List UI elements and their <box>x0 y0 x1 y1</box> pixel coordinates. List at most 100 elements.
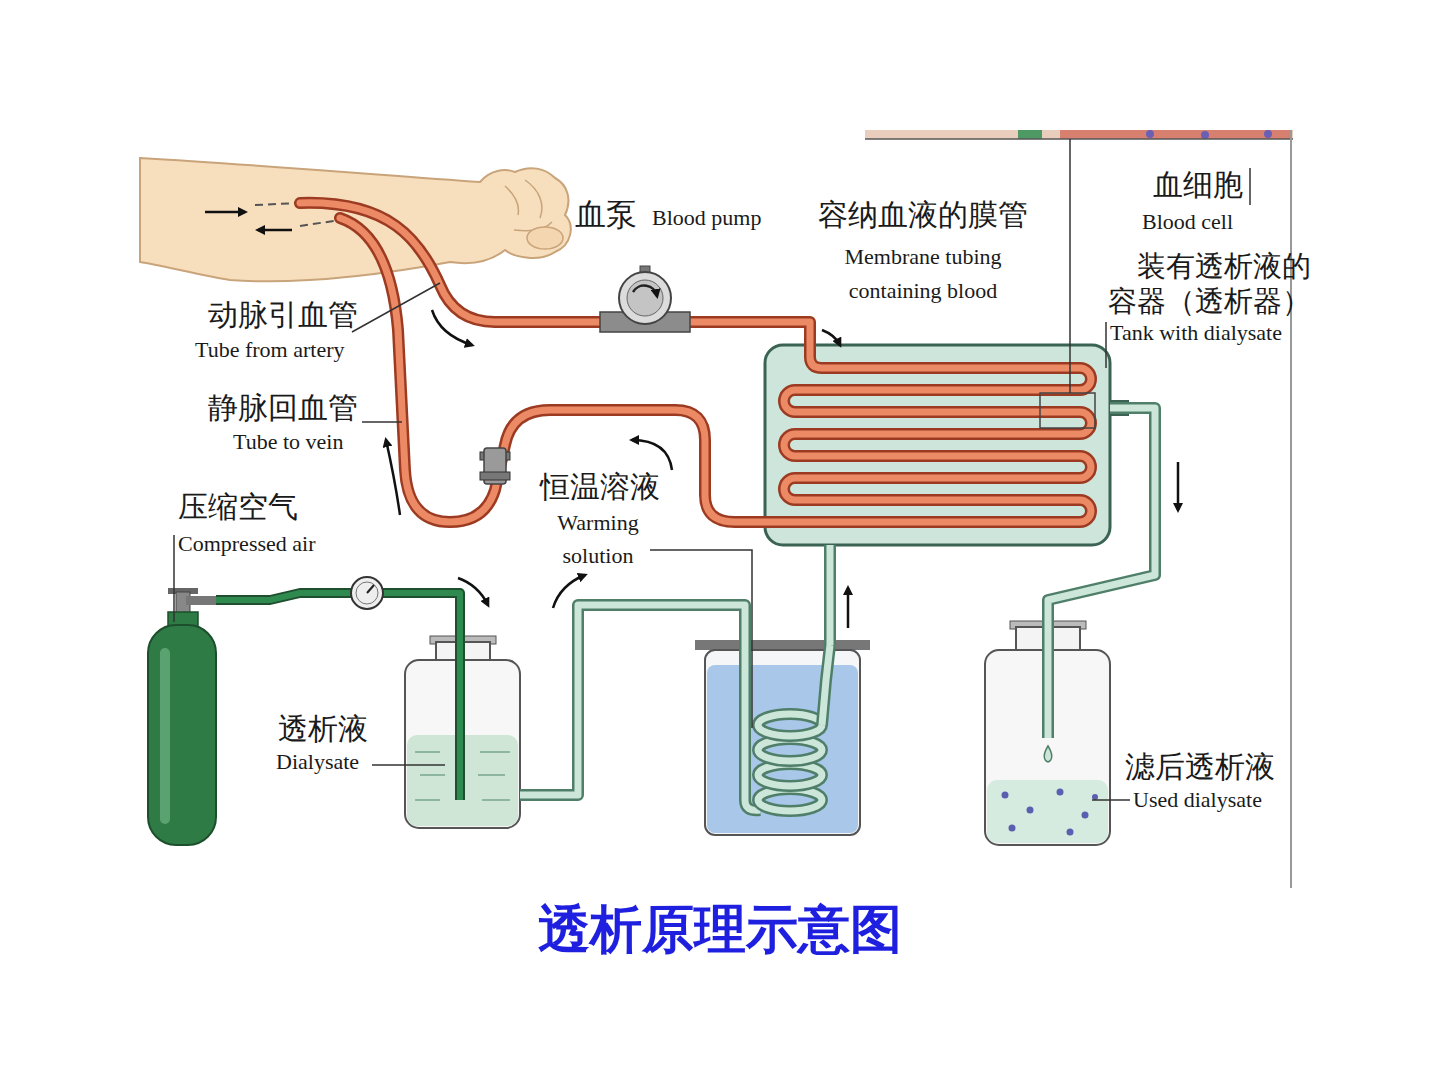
equipment-node: 血泵Blood pump <box>600 272 690 340</box>
tube-core <box>1048 408 1155 625</box>
tube-outline <box>824 545 836 645</box>
flow-arrow <box>386 440 400 515</box>
flow-arrow <box>822 330 840 345</box>
waste-particle <box>1002 792 1009 799</box>
equipment-node: 滤后透析液Used dialysate <box>985 625 1110 845</box>
waste-particle <box>1027 807 1034 814</box>
equipment-node: 透析液Dialysate <box>405 640 520 828</box>
used-liquid <box>987 780 1108 843</box>
equipment-node: 装有透析液的 容器（透析器）Tank with dialysate <box>765 345 1110 545</box>
leader-line <box>173 535 175 622</box>
pressure-gauge <box>351 577 383 609</box>
membrane-tubing-outline <box>340 218 1091 522</box>
leader-line <box>372 764 445 766</box>
heating-coil <box>745 645 830 811</box>
flow-arrows <box>386 310 1178 628</box>
waste-particle <box>1092 794 1098 800</box>
inset-blood <box>1060 130 1290 139</box>
coil-loop <box>758 739 822 761</box>
figure-caption: 透析原理示意图 <box>420 898 1020 960</box>
warming-beaker <box>705 650 860 835</box>
coil-loop-outline <box>758 739 822 761</box>
leader-line <box>1249 168 1251 205</box>
coil-loop-outline <box>758 764 822 786</box>
leader-line <box>352 283 440 332</box>
inset-border <box>865 138 1293 140</box>
cylinder-highlight <box>160 648 170 824</box>
air-cylinder <box>148 625 216 845</box>
warming-water <box>707 665 858 833</box>
flow-arrow <box>432 310 472 345</box>
pump-rotor <box>627 280 663 316</box>
node-title: 透析液 <box>278 711 368 747</box>
waste-particle <box>1009 825 1016 832</box>
part-label: Tube to vein <box>233 429 343 455</box>
junction-cap <box>480 472 510 480</box>
node-subtitle: Tank with dialysate <box>1110 320 1282 346</box>
outlet-tube-outline <box>1042 625 1054 738</box>
coil-loop-outline <box>758 714 822 736</box>
air-tube <box>457 640 463 800</box>
flow-arrow <box>258 229 292 232</box>
waste-particle <box>1057 789 1064 796</box>
coil-loop <box>758 789 822 811</box>
coil-outlet <box>822 645 830 725</box>
finger-lines <box>505 180 552 231</box>
node-subtitle: Blood pump <box>652 205 761 231</box>
air-tube-outline <box>455 640 465 800</box>
magnify-box <box>1040 393 1095 428</box>
blood-cell-dot <box>1146 130 1154 138</box>
gauge-dial <box>356 582 378 604</box>
flow-arrow <box>205 211 245 214</box>
leader-line <box>1092 799 1130 801</box>
leader-line <box>362 421 402 423</box>
tube-outline <box>216 593 460 640</box>
equipment-node: 恒温溶液Warming solution <box>705 645 860 835</box>
node-title: 装有透析液的 容器（透析器） <box>1093 249 1311 319</box>
tube-core <box>827 545 834 645</box>
equipment-node: 压缩空气Compressed air <box>148 585 216 845</box>
node-title: 压缩空气 <box>178 489 298 525</box>
blood-cell-dot <box>1264 130 1272 138</box>
tube-core <box>216 593 460 640</box>
node-title: 血泵 <box>575 196 637 233</box>
waste-particles <box>1002 789 1099 836</box>
part-label: Membrane tubing containing blood <box>828 240 1018 308</box>
tube-connector <box>830 545 831 645</box>
tube-outline <box>1048 408 1155 625</box>
coil-outlet-outline <box>822 645 830 725</box>
blood-cell-dot <box>1201 131 1209 139</box>
tube-connector <box>690 322 810 345</box>
pump-rotation-arrow <box>633 286 657 296</box>
blood-pump <box>619 272 671 324</box>
inset-membrane <box>1018 130 1042 139</box>
coil-loop <box>758 714 822 736</box>
flow-arrow <box>1177 462 1180 510</box>
tube-connector <box>1048 408 1155 625</box>
tube-connector <box>216 593 460 640</box>
valve-nozzle <box>186 596 216 605</box>
outlet-tube <box>1045 625 1052 738</box>
part-label: 容纳血液的膜管 <box>818 197 1028 233</box>
part-label: 动脉引血管 <box>208 297 358 333</box>
node-subtitle: Warming solution <box>543 506 653 572</box>
part-label: Blood cell <box>1142 209 1233 235</box>
beaker-lip <box>695 640 870 650</box>
node-subtitle: Dialysate <box>276 749 359 775</box>
picture-border <box>1290 130 1292 888</box>
coil-loop-outline <box>758 789 822 811</box>
tube-outline <box>690 322 810 345</box>
leader-line <box>1105 322 1107 368</box>
leader-lines <box>174 139 1250 800</box>
leader-line <box>1069 139 1071 393</box>
node-title: 恒温溶液 <box>540 469 660 505</box>
node-title: 滤后透析液 <box>1125 749 1275 785</box>
leader-line <box>650 550 752 728</box>
gauge-needle <box>367 585 374 593</box>
waste-particle <box>1067 829 1074 836</box>
coil-loop <box>758 764 822 786</box>
tube-core <box>690 322 810 345</box>
tube-connector <box>520 605 745 795</box>
inset-strip <box>865 130 1293 139</box>
